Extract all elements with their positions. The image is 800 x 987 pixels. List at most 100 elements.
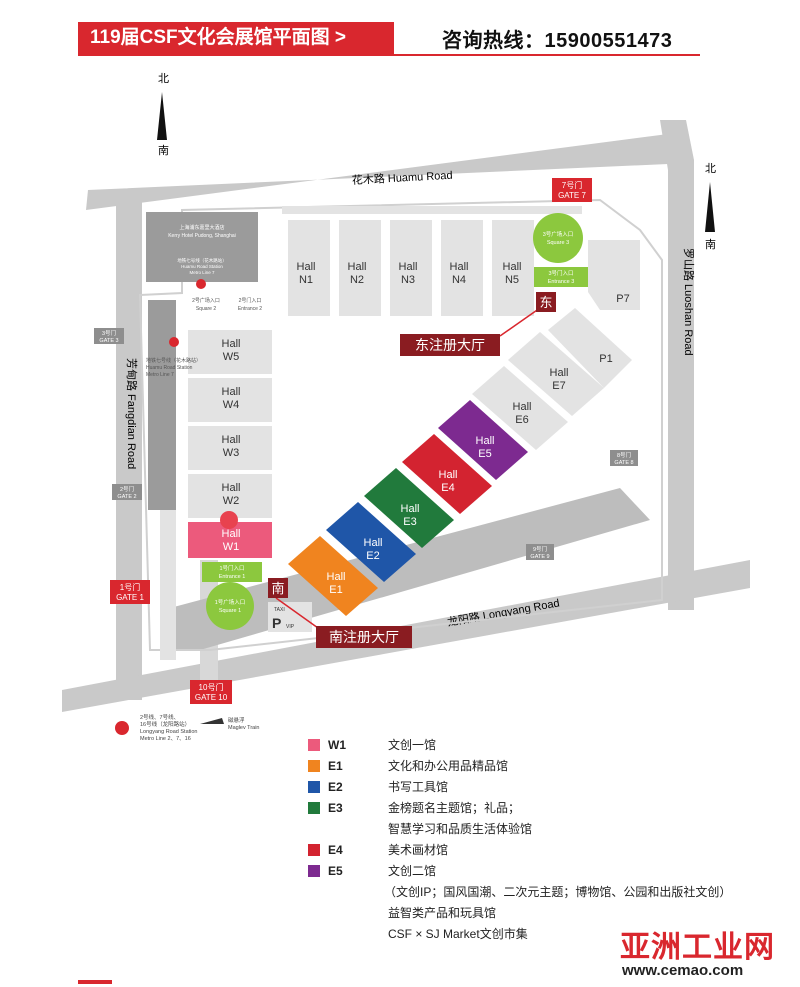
legend-label: 文创一馆 [388, 738, 437, 752]
hall-w4 [188, 378, 272, 422]
w1-mascot-icon [220, 511, 238, 529]
gate10-cn: 10号门 [199, 682, 224, 692]
legend-swatch [308, 760, 320, 772]
north-halls [282, 206, 582, 316]
hall-n5 [492, 220, 534, 316]
legend-label: 文化和办公用品精品馆 [388, 759, 509, 773]
hotel-label-cn: 上海浦东嘉里大酒店 [179, 224, 224, 231]
east-gray-halls [472, 240, 640, 450]
hotel-label-en: Kerry Hotel Pudong, Shanghai [168, 233, 236, 239]
hall-w2-code: W2 [223, 495, 240, 507]
hall-n1 [288, 220, 330, 316]
hall-e7 [508, 332, 604, 416]
parking-area [268, 602, 312, 632]
parking-p: P [272, 615, 281, 631]
east-registration-label-box [400, 334, 500, 356]
venue-map: 北 南 北 南 花木路 Huamu Road 罗山路 Luoshan Road … [62, 72, 750, 742]
gate8-en: GATE 8 [614, 460, 633, 466]
hall-e7-code: E7 [552, 380, 565, 392]
square3-circle [533, 213, 583, 263]
taxi-label: TAXI [274, 607, 285, 613]
gate1-cn: 1号门 [120, 582, 140, 592]
south-registration-badge [268, 578, 288, 598]
legend-swatch [308, 781, 320, 793]
hall-w2 [188, 474, 272, 518]
hall-w2-word: Hall [222, 482, 241, 494]
watermark-logo: 亚洲工业网 [620, 930, 775, 965]
compass-left: 北 南 [157, 72, 169, 157]
legend-swatch [308, 802, 320, 814]
east-registration-label: 东注册大厅 [415, 337, 485, 353]
east-pointer [499, 307, 541, 337]
hall-n3-code: N3 [401, 274, 415, 286]
hotel-block [146, 212, 258, 282]
compass-north-label: 北 [705, 162, 716, 175]
entrance1-en: Entrance 1 [219, 574, 246, 580]
metro-top-line3: Metro Line 7 [189, 270, 215, 275]
metro-top-line1: 地铁七号线（花木路站） [177, 257, 227, 264]
hall-n3-word: Hall [399, 261, 418, 273]
luoshan-road-label: 罗山路 Luoshan Road [682, 248, 695, 356]
hall-n2-word: Hall [348, 261, 367, 273]
legend-code: E5 [328, 864, 343, 878]
west-halls [188, 330, 272, 558]
hall-n2 [339, 220, 381, 316]
hall-e1-code: E1 [329, 584, 342, 596]
legend-e5-line4: CSF × SJ Market文创市集 [388, 927, 528, 941]
entrance3-en: Entrance 3 [548, 279, 575, 285]
hall-e4-code: E4 [441, 482, 454, 494]
hall-e4-word: Hall [439, 469, 458, 481]
entrance3-box [534, 267, 588, 287]
metro-left-line2: Huamu Road Station [146, 365, 193, 371]
metro-longyang-line3: Longyang Road Station [140, 729, 198, 735]
square1-en: Square 1 [219, 608, 241, 614]
luoshan-road [668, 160, 694, 610]
legend-swatch [308, 844, 320, 856]
gate2-cn: 2号门 [120, 485, 134, 493]
hall-e4 [402, 434, 492, 514]
hall-e3-code: E3 [403, 516, 416, 528]
south-badge-text: 南 [271, 581, 284, 596]
gate-10: 10号门 GATE 10 [190, 680, 232, 704]
square2-en: Square 2 [196, 306, 217, 312]
hall-w5 [188, 330, 272, 374]
metro-left-line3: Metro Line 7 [146, 372, 174, 378]
hall-e7-word: Hall [550, 367, 569, 379]
gate-9: 9号门 GATE 9 [526, 544, 554, 560]
legend-label: 书写工具馆 [388, 780, 449, 794]
luoshan-road-top [660, 120, 694, 170]
entrance1-cn: 1号门入口 [219, 564, 244, 572]
header-divider [78, 54, 700, 56]
compass-right: 北 南 [705, 162, 716, 251]
square1-circle [206, 582, 254, 630]
hall-w1-word: Hall [222, 528, 241, 540]
maglev-icon [200, 718, 224, 724]
hall-w3-word: Hall [222, 434, 241, 446]
fangdian-road-label: 芳甸路 Fangdian Road [125, 358, 139, 469]
south-registration-label-box [316, 626, 412, 648]
hall-p7-code: P7 [616, 293, 629, 305]
legend-code: E1 [328, 759, 343, 773]
hall-e5-code: E5 [478, 448, 491, 460]
gate3-cn: 3号门 [102, 329, 116, 337]
metro-longyang-line1: 2号线、7号线、 [140, 713, 179, 721]
legend-e5-line2: （文创IP；国风国潮、二次元主题；博物馆、公园和出版社文创） [384, 885, 732, 899]
hotline: 咨询热线：15900551473 [442, 30, 673, 52]
gate-2: 2号门 GATE 2 [112, 484, 142, 500]
hall-w4-code: W4 [223, 399, 240, 411]
gate8-cn: 8号门 [617, 451, 631, 459]
maglev-en: Maglev Train [228, 725, 260, 731]
entrance3-cn: 3号门入口 [548, 269, 573, 277]
hall-e2-code: E2 [366, 550, 379, 562]
hall-n4-word: Hall [450, 261, 469, 273]
legend-e5-line3: 益智类产品和玩具馆 [388, 906, 497, 920]
square2-cn: 2号广场入口 [192, 297, 220, 304]
gate3-en: GATE 3 [99, 338, 118, 344]
legend-code: E2 [328, 780, 343, 794]
metro-left-line1: 地铁七号线（花木路站） [146, 357, 201, 364]
hall-e6-code: E6 [515, 414, 528, 426]
hall-e5 [438, 400, 528, 480]
bottom-accent-bar [78, 980, 112, 984]
hall-e5-word: Hall [476, 435, 495, 447]
metro-icon [196, 279, 206, 289]
